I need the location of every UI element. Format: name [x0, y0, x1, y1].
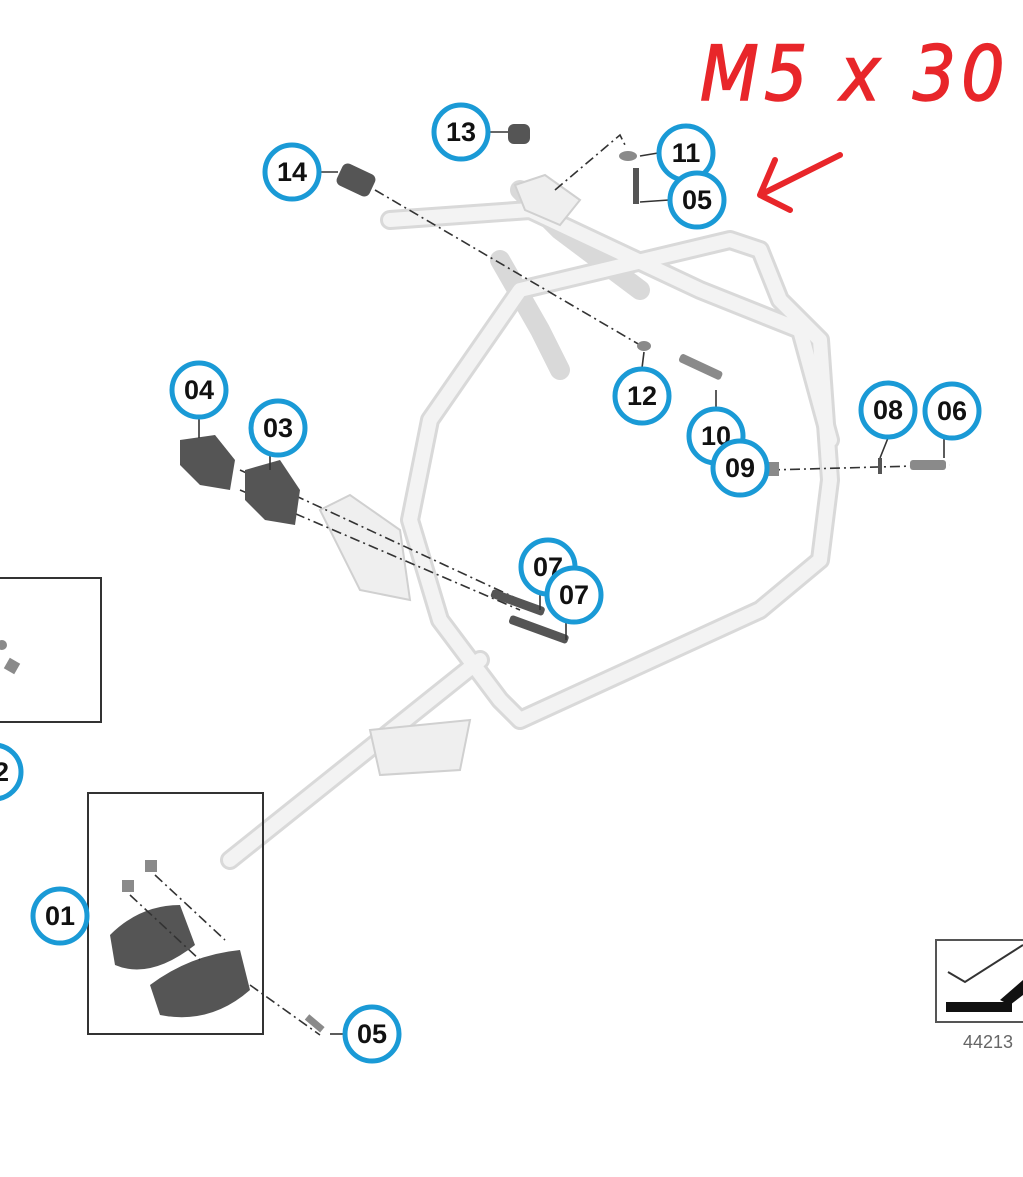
inset-02	[0, 577, 102, 723]
part-08-washer	[878, 458, 882, 474]
callout-06: 06	[922, 381, 982, 441]
svg-text:05: 05	[357, 1019, 387, 1049]
svg-text:08: 08	[873, 395, 903, 425]
svg-text:03: 03	[263, 413, 293, 443]
callout-11: 11	[656, 123, 716, 183]
callout-05-top: 05	[667, 170, 727, 230]
part-04-rubber	[180, 435, 235, 490]
callout-01: 01	[30, 886, 90, 946]
inset-01	[87, 792, 264, 1035]
callout-12: 12	[612, 366, 672, 426]
part-12-washer	[637, 341, 651, 351]
svg-text:07: 07	[559, 580, 589, 610]
image-number: 44213	[963, 1032, 1013, 1052]
part-14-spacer	[336, 163, 376, 197]
part-10-bolt	[678, 354, 723, 380]
annotation-text: M5 x 30	[700, 29, 1010, 118]
callout-08: 08	[858, 380, 918, 440]
direction-symbol-icon	[935, 939, 1023, 1023]
svg-text:04: 04	[184, 375, 214, 405]
svg-text:11: 11	[672, 138, 701, 168]
callout-14: 14	[262, 142, 322, 202]
part-06-bolt	[910, 460, 946, 470]
callout-13: 13	[431, 102, 491, 162]
pannier-frame	[220, 173, 840, 870]
part-05-bolt-top	[633, 168, 639, 204]
assembly-lines	[239, 133, 951, 1036]
part-07-bolt-a	[490, 589, 545, 616]
callout-04: 04	[169, 360, 229, 420]
svg-text:05: 05	[682, 185, 712, 215]
callout-05-bottom: 05	[342, 1004, 402, 1064]
callout-09: 09	[710, 438, 770, 498]
callout-02: 02	[0, 743, 24, 801]
part-07-bolt-b	[509, 615, 569, 644]
part-05-bolt-bottom	[304, 1014, 325, 1033]
svg-text:13: 13	[446, 117, 476, 147]
svg-text:01: 01	[45, 901, 75, 931]
callout-07-b: 07	[544, 565, 604, 625]
svg-text:09: 09	[725, 453, 755, 483]
part-11-washer	[619, 151, 637, 161]
parts	[180, 124, 946, 1033]
leader-lines	[198, 131, 945, 1035]
part-13-nut	[508, 124, 530, 144]
hand-arrow-icon	[757, 152, 843, 213]
callout-03: 03	[248, 398, 308, 458]
part-03-rubber	[245, 460, 300, 525]
svg-text:06: 06	[937, 396, 967, 426]
svg-text:02: 02	[0, 757, 9, 787]
handwritten-annotation: M5 x 30	[699, 28, 1010, 213]
svg-text:12: 12	[627, 381, 657, 411]
svg-text:14: 14	[277, 157, 307, 187]
